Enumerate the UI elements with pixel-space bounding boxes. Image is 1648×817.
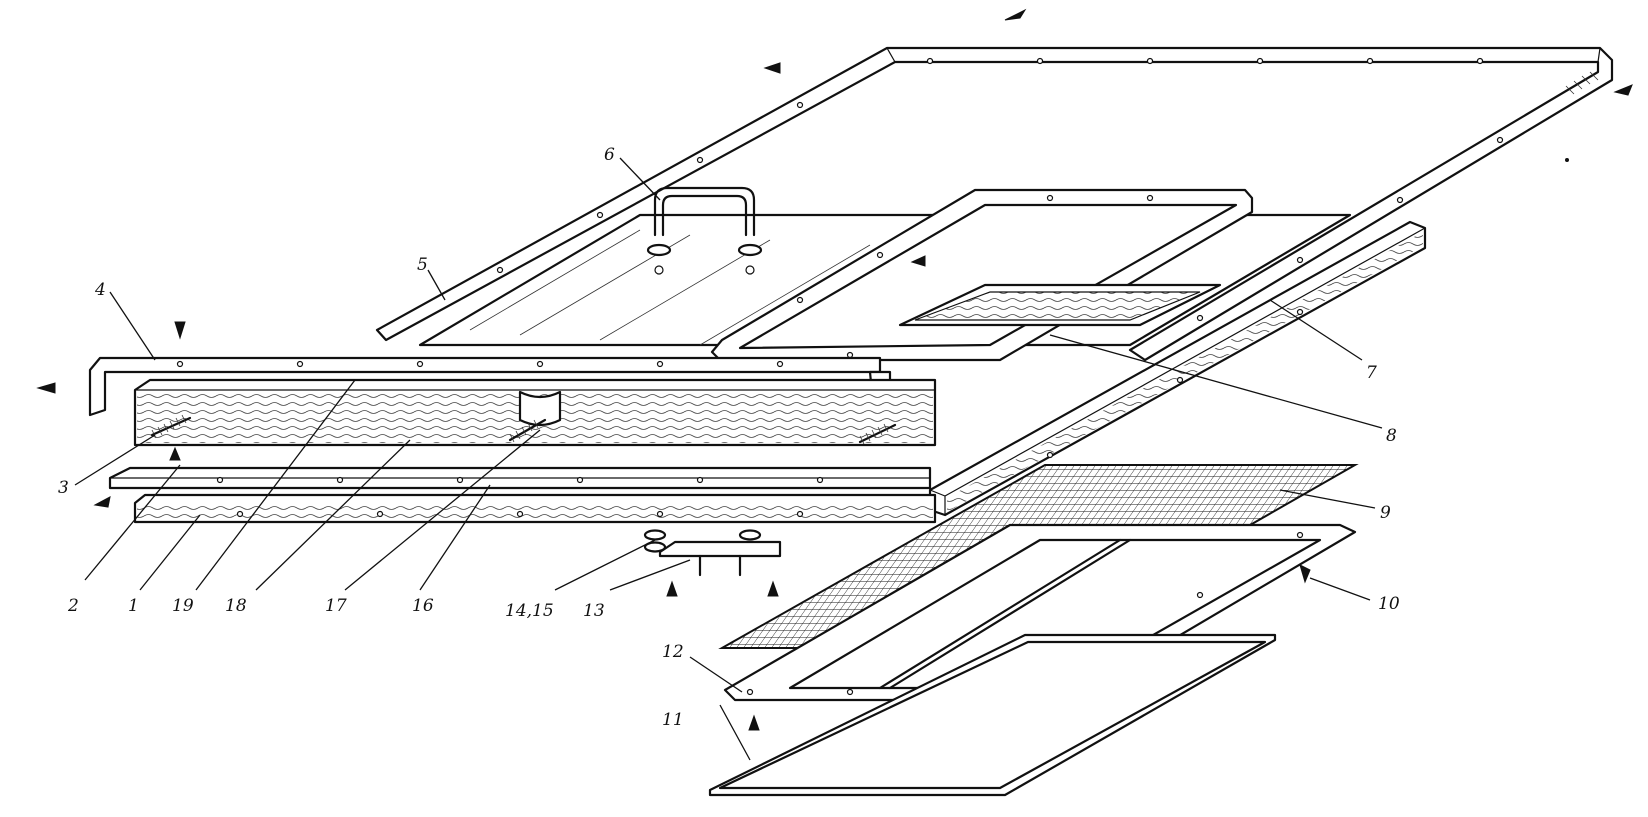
label-part-5: 5 <box>417 255 428 275</box>
part-5-top-frame <box>375 46 1614 362</box>
right-spring <box>858 423 897 445</box>
label-part-3: 3 <box>58 478 69 498</box>
label-part-10: 10 <box>1378 594 1400 614</box>
inner-wood-block <box>898 283 1222 327</box>
part-13-latch <box>658 540 782 577</box>
leader-lines <box>74 157 1383 761</box>
label-part-11: 11 <box>662 710 684 730</box>
part-3-spring <box>150 414 192 439</box>
part-14-15-washers <box>643 529 762 553</box>
part-16-metal-strip <box>108 466 932 490</box>
part-18-front-block <box>133 378 937 447</box>
part-7-side-rail <box>928 220 1427 517</box>
label-part-17: 17 <box>325 596 347 616</box>
label-part-14-15: 14,15 <box>505 601 554 621</box>
label-part-19: 19 <box>172 596 194 616</box>
part-8-inner-frame <box>710 188 1254 362</box>
label-part-8: 8 <box>1386 426 1397 446</box>
label-part-1: 1 <box>128 596 139 616</box>
part-1-bottom-strip <box>133 493 937 524</box>
part-17-spring <box>508 418 547 443</box>
label-part-2: 2 <box>67 596 79 616</box>
label-part-13: 13 <box>583 601 605 621</box>
label-part-6: 6 <box>604 145 615 165</box>
label-part-4: 4 <box>94 280 106 300</box>
label-part-16: 16 <box>412 596 434 616</box>
label-part-7: 7 <box>1366 363 1377 383</box>
frame-5-holes <box>496 57 1504 322</box>
label-part-12: 12 <box>662 642 684 662</box>
label-part-18: 18 <box>225 596 247 616</box>
label-part-9: 9 <box>1380 503 1391 523</box>
part-labels: 1 2 3 4 5 6 7 8 9 10 11 12 13 14,15 16 1… <box>58 145 1400 730</box>
loose-screws <box>36 8 1633 731</box>
part-11-bottom-frame <box>708 633 1277 797</box>
